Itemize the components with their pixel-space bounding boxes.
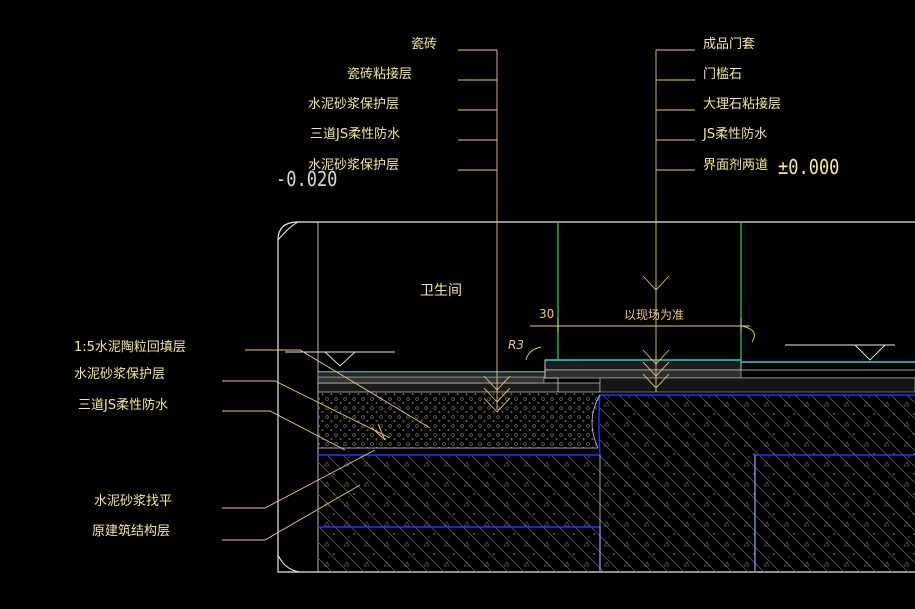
mortar-right xyxy=(599,377,915,393)
label-tile-bond-layer: 瓷砖粘接层 xyxy=(347,67,413,82)
label-structure-layer: 原建筑结构层 xyxy=(92,524,171,539)
left-wall-corner xyxy=(277,221,299,241)
tile-layer xyxy=(317,371,546,378)
label-marble-bond-layer: 大理石粘接层 xyxy=(703,97,782,112)
dimension-note: 以现场为准 xyxy=(624,308,685,322)
label-mortar-protection-side: 水泥砂浆保护层 xyxy=(74,367,166,382)
label-door-casing: 成品门套 xyxy=(703,37,756,52)
level-marker-left xyxy=(285,351,395,367)
room-label: 卫生间 xyxy=(420,283,462,299)
label-mortar-leveling: 水泥砂浆找平 xyxy=(94,494,173,509)
dimension-line xyxy=(525,318,755,361)
threshold-corner xyxy=(544,360,559,392)
label-js-waterproof-3: 三道JS柔性防水 xyxy=(310,127,401,142)
backfill-curve xyxy=(591,394,601,449)
level-right: ±0.000 xyxy=(778,155,840,179)
leader-group-left xyxy=(458,49,511,413)
level-left: -0.020 xyxy=(276,167,338,191)
dimension-radius: R3 xyxy=(508,338,524,352)
leader-group-side xyxy=(222,349,431,541)
label-mortar-protection-1: 水泥砂浆保护层 xyxy=(308,97,400,112)
label-js-waterproof-side: 三道JS柔性防水 xyxy=(78,398,169,413)
label-ceramsite-backfill: 1:5水泥陶粒回填层 xyxy=(74,340,186,355)
threshold-stone xyxy=(544,359,742,371)
label-threshold-stone: 门槛石 xyxy=(703,67,743,82)
dimension-width: 30 xyxy=(539,307,555,321)
level-marker-right xyxy=(785,344,895,361)
label-mortar-protection-2: 水泥砂浆保护层 xyxy=(308,158,400,173)
bottom-left-corner xyxy=(277,554,301,573)
bonding-layer xyxy=(317,376,545,384)
leader-group-right xyxy=(642,49,695,392)
label-ceramic-tile: 瓷砖 xyxy=(411,37,438,52)
label-js-waterproof: JS柔性防水 xyxy=(703,127,768,142)
backfill-layer xyxy=(318,392,600,448)
label-interface-agent: 界面剂两道 xyxy=(703,158,769,173)
structure-slab-speck xyxy=(318,395,915,572)
layers-right xyxy=(741,361,915,379)
